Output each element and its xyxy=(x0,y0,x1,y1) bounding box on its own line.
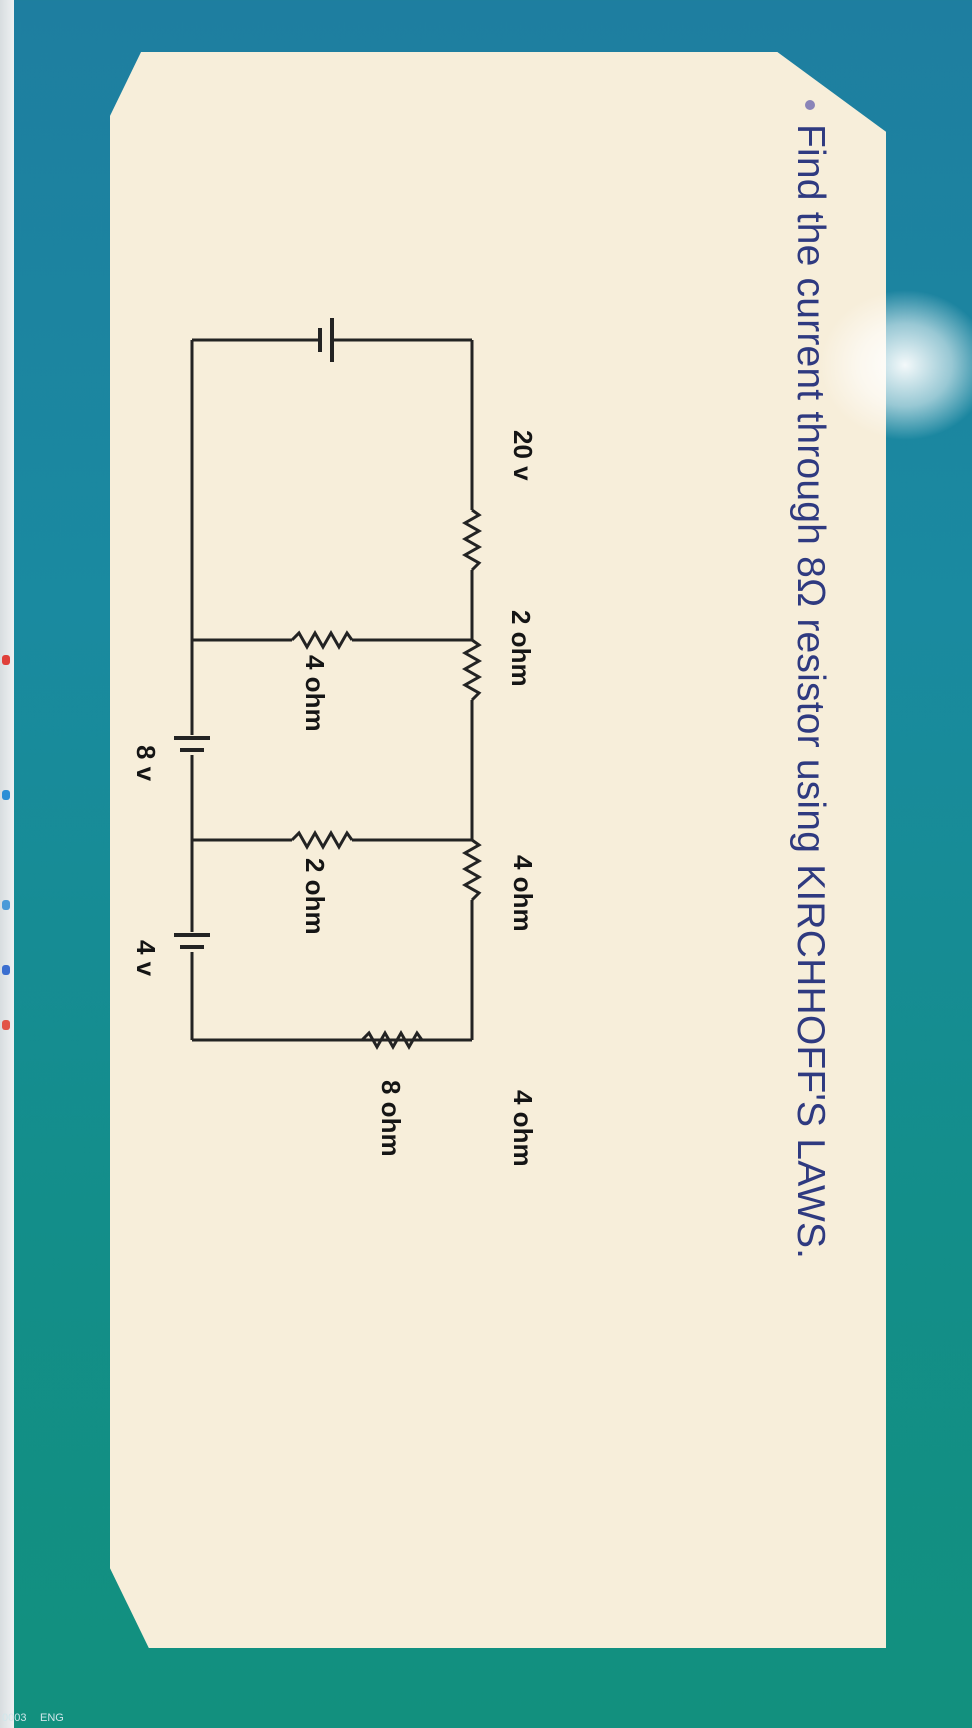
label-20v: 20 v xyxy=(508,430,538,481)
source-4v xyxy=(174,932,210,952)
corner-lang-text: ENG xyxy=(40,1712,64,1724)
resistor-top-left xyxy=(461,508,483,572)
label-4-ohm-right: 4 ohm xyxy=(508,1090,538,1167)
resistor-middle-center xyxy=(290,829,354,851)
circuit-diagram: 20 v 2 ohm 4 ohm 4 ohm 4 ohm 2 ohm 8 ohm… xyxy=(131,318,538,1167)
taskbar-icon[interactable] xyxy=(2,1020,10,1030)
slide-title-row: Find the current through 8Ω resistor usi… xyxy=(788,100,832,1259)
resistor-middle-left xyxy=(290,629,354,651)
label-8-ohm: 8 ohm xyxy=(376,1080,406,1157)
label-4-ohm-top: 4 ohm xyxy=(508,855,538,932)
resistor-top-middle xyxy=(461,638,483,702)
label-2-ohm-middle: 2 ohm xyxy=(300,858,330,935)
top-rail-wires xyxy=(442,340,474,1042)
slide-title: Find the current through 8Ω resistor usi… xyxy=(789,124,832,1260)
label-4-ohm-middle: 4 ohm xyxy=(300,655,330,732)
slide-card xyxy=(110,52,886,1648)
label-4v: 4 v xyxy=(131,940,161,977)
taskbar-strip xyxy=(0,0,14,1728)
resistor-top-right xyxy=(461,838,483,902)
bullet-icon xyxy=(805,100,815,110)
taskbar-icon[interactable] xyxy=(2,965,10,975)
corner-clock-text: 0003 xyxy=(2,1712,27,1724)
taskbar-icon[interactable] xyxy=(2,655,10,665)
source-20v xyxy=(318,318,334,362)
source-8v xyxy=(174,735,210,755)
taskbar-icon[interactable] xyxy=(2,900,10,910)
label-8v: 8 v xyxy=(131,745,161,782)
taskbar-icon[interactable] xyxy=(2,790,10,800)
resistor-right xyxy=(360,1029,424,1051)
label-2-ohm-top: 2 ohm xyxy=(506,610,536,687)
